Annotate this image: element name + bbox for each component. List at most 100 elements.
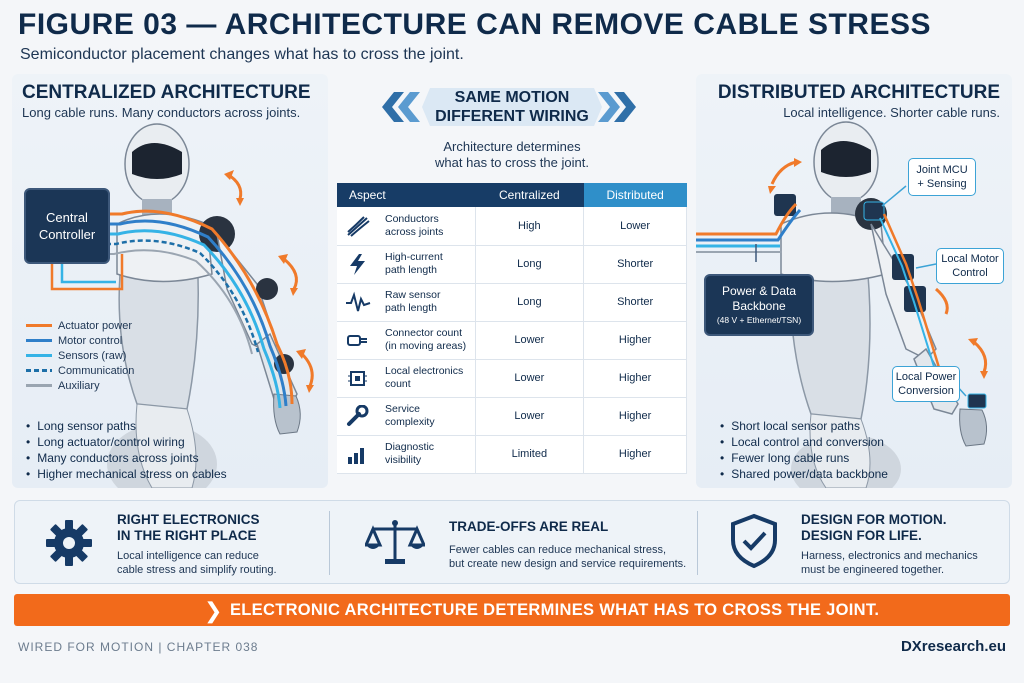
legend-label: Motor control (58, 334, 123, 347)
centralized-panel: CENTRALIZED ARCHITECTURE Long cable runs… (12, 74, 328, 488)
aspect-cell: Connector count(in moving areas) (337, 321, 476, 360)
list-item: Short local sensor paths (720, 418, 888, 434)
wrench-icon (347, 405, 369, 426)
distributed-cell: Higher (583, 435, 687, 474)
centralized-cell: Lower (475, 397, 585, 436)
legend-label: Sensors (raw) (58, 349, 127, 362)
legend-swatch (26, 384, 52, 387)
center-heading-line1: SAME MOTION (454, 89, 570, 106)
backbone-note: (48 V + Ethernet/TSN) (716, 315, 802, 325)
aspect-label-line2: path length (385, 264, 437, 276)
feature-title: DESIGN FOR MOTION. DESIGN FOR LIFE. (801, 512, 947, 544)
banner-text: ELECTRONIC ARCHITECTURE DETERMINES WHAT … (230, 600, 880, 619)
connector-icon (347, 335, 367, 346)
center-heading-line2: DIFFERENT WIRING (435, 108, 589, 125)
backbone-label-2: Backbone (732, 299, 786, 313)
joint-mcu-label: Joint MCU (916, 164, 968, 176)
comparison-table: Aspect Centralized Distributed Conductor… (337, 183, 687, 474)
footer-brand: DXresearch.eu (900, 638, 1006, 655)
lightning-icon (350, 254, 365, 275)
centralized-cell: Lower (475, 321, 585, 360)
aspect-label-line2: across joints (385, 225, 444, 238)
legend-item: Actuator power (26, 318, 134, 333)
feature-text-line1: Harness, electronics and mechanics (801, 550, 978, 562)
centralized-cell: High (475, 207, 585, 246)
joint-mcu-callout: Joint MCU+ Sensing (908, 158, 976, 196)
central-controller-box: Central Controller (24, 188, 110, 264)
list-item: Many conductors across joints (26, 450, 227, 466)
aspect-label-line2: (in moving areas) (385, 340, 467, 352)
list-item: Long sensor paths (26, 418, 227, 434)
legend-item: Motor control (26, 333, 134, 348)
list-item: Shared power/data backbone (720, 466, 888, 482)
legend-swatch (26, 354, 52, 357)
aspect-label-line1: Diagnostic (385, 441, 435, 453)
feature-text: Local intelligence can reduce cable stre… (117, 549, 277, 577)
centralized-bullets: Long sensor paths Long actuator/control … (26, 418, 227, 482)
feature-design-for-life: DESIGN FOR MOTION. DESIGN FOR LIFE. Harn… (699, 501, 1011, 585)
legend-label: Auxiliary (58, 379, 100, 392)
feature-right-electronics: RIGHT ELECTRONICS IN THE RIGHT PLACE Loc… (15, 501, 331, 585)
centralized-cell: Long (475, 283, 585, 322)
legend-label: Actuator power (58, 319, 132, 332)
legend-swatch (26, 324, 52, 327)
conclusion-banner: ❯ ELECTRONIC ARCHITECTURE DETERMINES WHA… (14, 594, 1010, 626)
aspect-label-line2: path length (385, 302, 437, 314)
feature-text-line2: must be engineered together. (801, 564, 945, 576)
aspect-label-line1: High-current (385, 251, 443, 263)
feature-band: RIGHT ELECTRONICS IN THE RIGHT PLACE Loc… (14, 500, 1010, 584)
chip-icon (348, 371, 367, 386)
feature-trade-offs: TRADE-OFFS ARE REAL Fewer cables can red… (331, 501, 697, 585)
feature-text: Fewer cables can reduce mechanical stres… (449, 543, 686, 571)
local-motor-label: Local Motor (941, 253, 999, 265)
cable-bundle-icon (347, 216, 370, 237)
feature-text-line2: cable stress and simplify routing. (117, 564, 277, 576)
distributed-cell: Shorter (583, 245, 687, 284)
centralized-cell: Lower (475, 359, 585, 398)
scales-icon (365, 520, 425, 564)
aspect-label-line2: visibility (385, 454, 422, 466)
list-item: Long actuator/control wiring (26, 434, 227, 450)
list-item: Higher mechanical stress on cables (26, 466, 226, 482)
list-item: Local control and conversion (720, 434, 888, 450)
gear-icon (46, 520, 92, 566)
feature-text-line1: Fewer cables can reduce mechanical stres… (449, 544, 667, 556)
legend-item: Auxiliary (26, 378, 134, 393)
aspect-label-line2: count (385, 378, 411, 390)
aspect-label-line2: complexity (385, 416, 435, 428)
local-motor-sub: Control (952, 267, 988, 279)
center-sub-line1: Architecture determines (443, 139, 581, 154)
legend-item: Sensors (raw) (26, 348, 134, 363)
backbone-box: Power & Data Backbone (48 V + Ethernet/T… (704, 274, 814, 336)
centralized-cell: Long (475, 245, 585, 284)
waveform-icon (346, 291, 371, 312)
distributed-panel: DISTRIBUTED ARCHITECTURE Local intellige… (696, 74, 1012, 488)
aspect-label-line1: Local electronics (385, 365, 464, 377)
legend-swatch (26, 369, 52, 372)
distributed-title: DISTRIBUTED ARCHITECTURE (717, 82, 1000, 103)
header-distributed: Distributed (583, 183, 687, 207)
shield-check-icon (731, 513, 777, 569)
header-centralized: Centralized (475, 183, 584, 207)
distributed-cell: Higher (583, 397, 687, 436)
list-item: Fewer long cable runs (720, 450, 888, 466)
legend-swatch (26, 339, 52, 342)
local-power-sub: Conversion (898, 385, 954, 397)
chevron-arrows-icon (382, 88, 636, 126)
distributed-bullets: Short local sensor paths Local control a… (720, 418, 888, 482)
feature-title: TRADE-OFFS ARE REAL (449, 519, 608, 535)
feature-title-line1: DESIGN FOR MOTION. (801, 512, 947, 527)
feature-text-line1: Local intelligence can reduce (117, 550, 259, 562)
backbone-label: Power & Data (721, 284, 797, 298)
